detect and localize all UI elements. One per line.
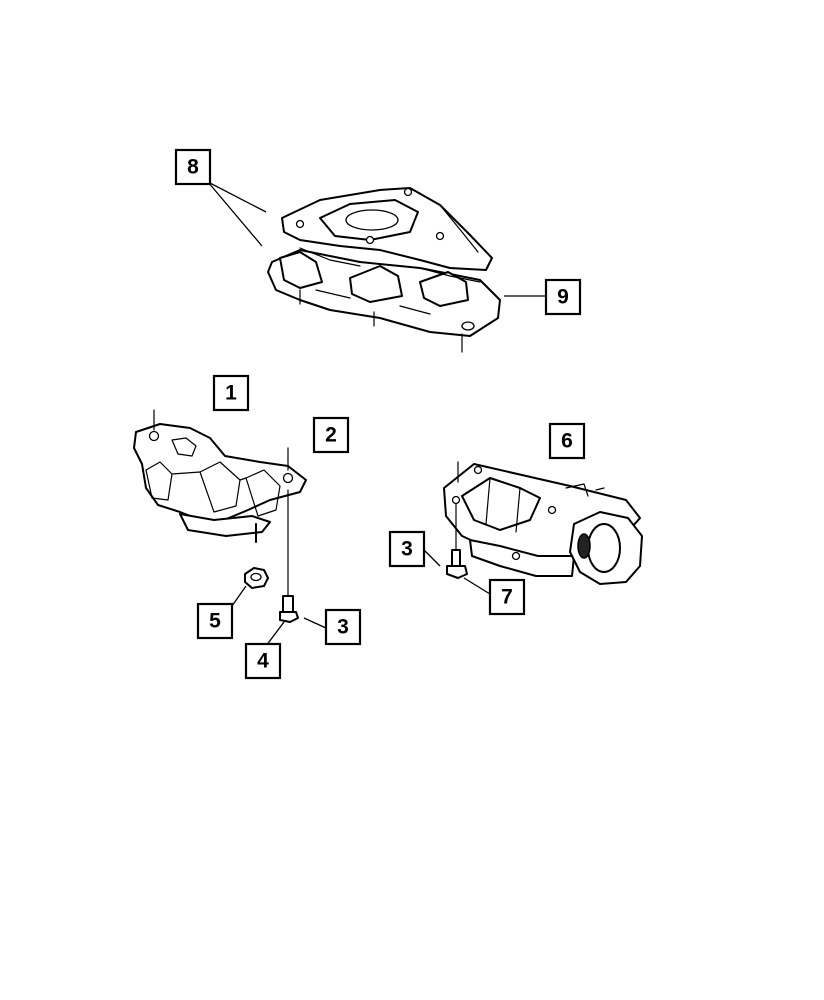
callout-1: 1 — [212, 374, 250, 412]
mount-with-isolator — [443, 461, 643, 585]
transmission-mount-bracket — [133, 409, 307, 543]
hex-bolt — [279, 447, 299, 623]
callout-4: 4 — [244, 642, 282, 680]
callout-9: 9 — [544, 278, 582, 316]
callout-2: 2 — [312, 416, 350, 454]
callout-8-label: 8 — [187, 156, 199, 179]
leader-lines — [207, 181, 546, 647]
callout-2-label: 2 — [325, 424, 337, 447]
callout-6-label: 6 — [561, 430, 573, 453]
callout-3-left: 3 — [324, 608, 362, 646]
callout-3-right: 3 — [388, 530, 426, 568]
callout-7: 7 — [488, 578, 526, 616]
crossmember-assembly — [267, 187, 501, 353]
callout-3-right-label: 3 — [401, 538, 413, 561]
callout-7-label: 7 — [501, 586, 513, 609]
callout-4-label: 4 — [257, 650, 269, 673]
callout-6: 6 — [548, 422, 586, 460]
callout-5: 5 — [196, 602, 234, 640]
hex-nut — [244, 567, 269, 589]
callout-9-label: 9 — [557, 286, 569, 309]
callout-5-label: 5 — [209, 610, 221, 633]
callout-8: 8 — [174, 148, 212, 186]
callout-1-label: 1 — [225, 382, 237, 405]
callout-3-left-label: 3 — [337, 616, 349, 639]
small-bolt — [446, 549, 468, 579]
